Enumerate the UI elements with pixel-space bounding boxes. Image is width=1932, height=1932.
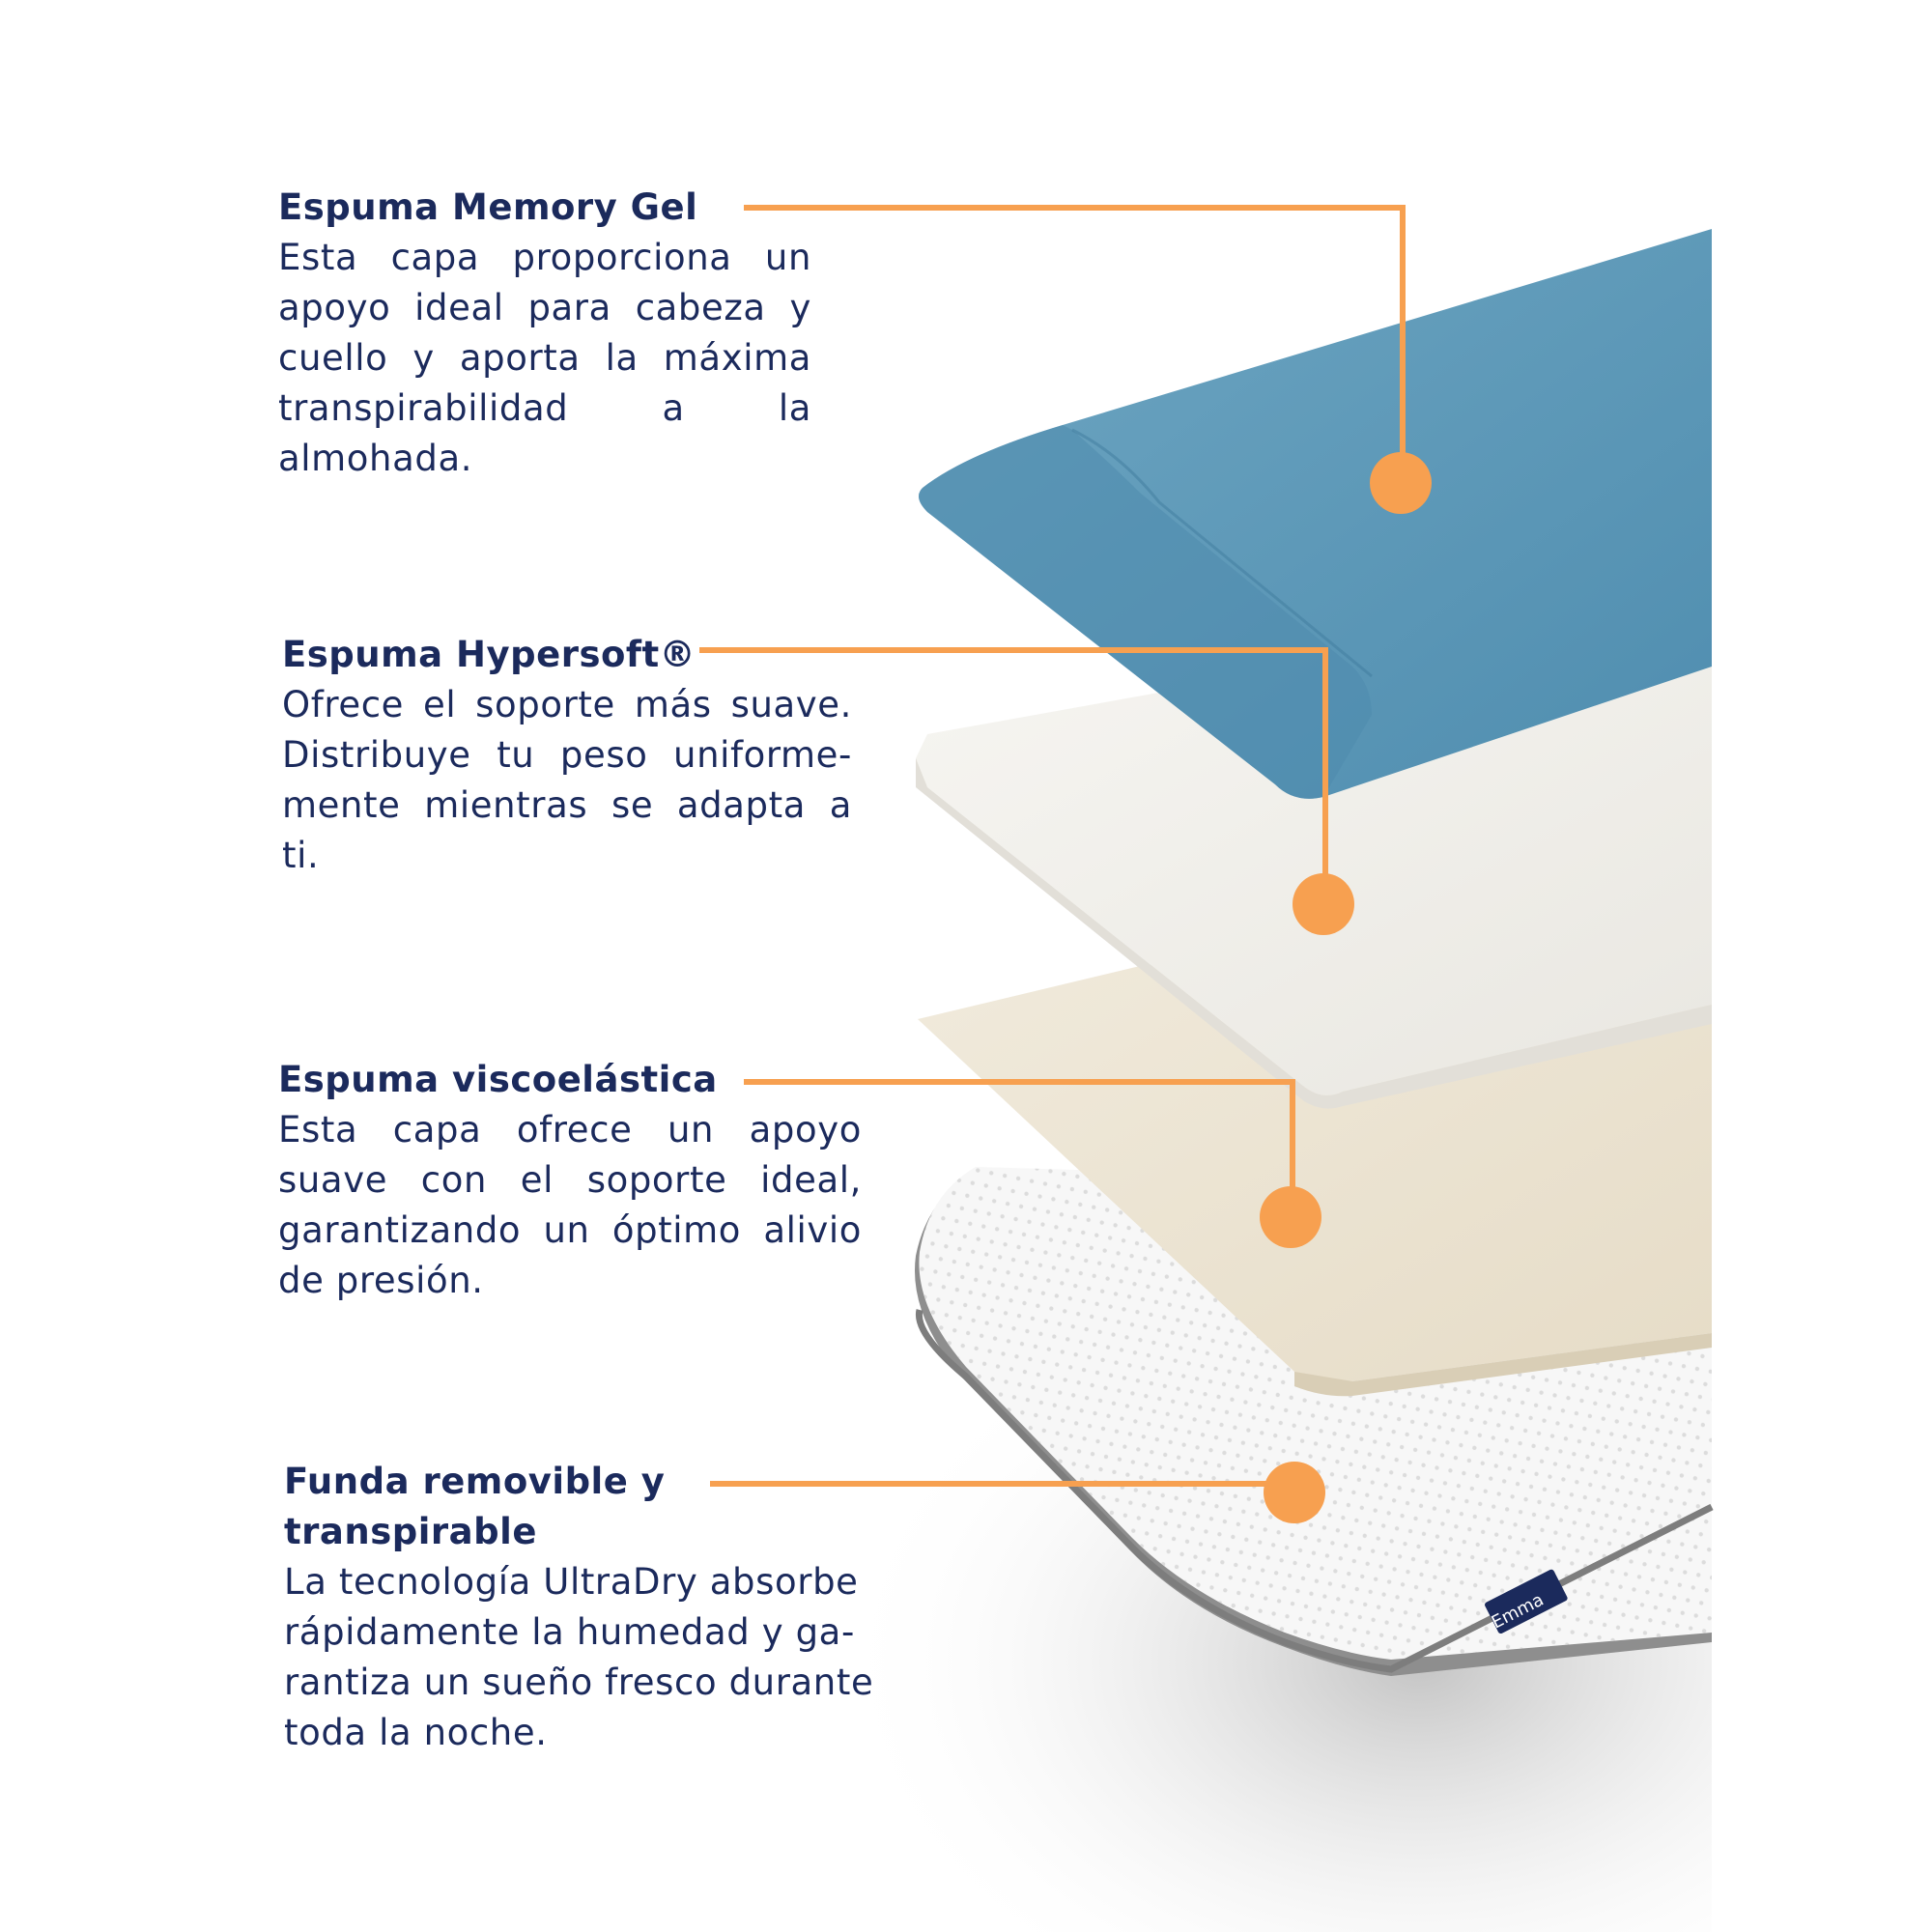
callout-memory-gel	[744, 205, 1406, 483]
layer-description-cover: Funda removible y transpirable La tecnol…	[284, 1457, 912, 1758]
layer-body: Ofrece el soporte más suave. Distribuye …	[282, 684, 852, 876]
layer-title: Espuma Hypersoft®	[282, 634, 696, 675]
layer-description-visco: Espuma viscoelástica Esta capa ofrece un…	[278, 1055, 862, 1306]
callout-visco	[744, 1079, 1295, 1217]
callout-dot-memory-gel	[1370, 452, 1432, 514]
layer-title: Espuma Memory Gel	[278, 186, 698, 228]
callout-dot-cover	[1264, 1462, 1325, 1523]
layer-description-memory-gel: Espuma Memory Gel Esta capa proporciona …	[278, 183, 811, 484]
brand-label	[1485, 1569, 1568, 1634]
layer-description-hypersoft: Espuma Hypersoft® Ofrece el soporte más …	[282, 630, 852, 881]
memory-gel-layer	[919, 229, 1712, 799]
layer-body: Esta capa ofrece un apoyo suave con el s…	[278, 1109, 862, 1301]
layer-title: Espuma viscoelástica	[278, 1059, 718, 1100]
callout-hypersoft	[699, 647, 1328, 904]
layer-body: La tecnología UltraDry absorbe rápidamen…	[284, 1561, 874, 1753]
layer-body: Esta capa proporciona un apoyo ideal par…	[278, 237, 811, 479]
callout-dot-visco	[1260, 1186, 1321, 1248]
layer-title: Funda removible y transpirable	[284, 1461, 666, 1552]
callout-dot-hypersoft	[1293, 873, 1354, 935]
